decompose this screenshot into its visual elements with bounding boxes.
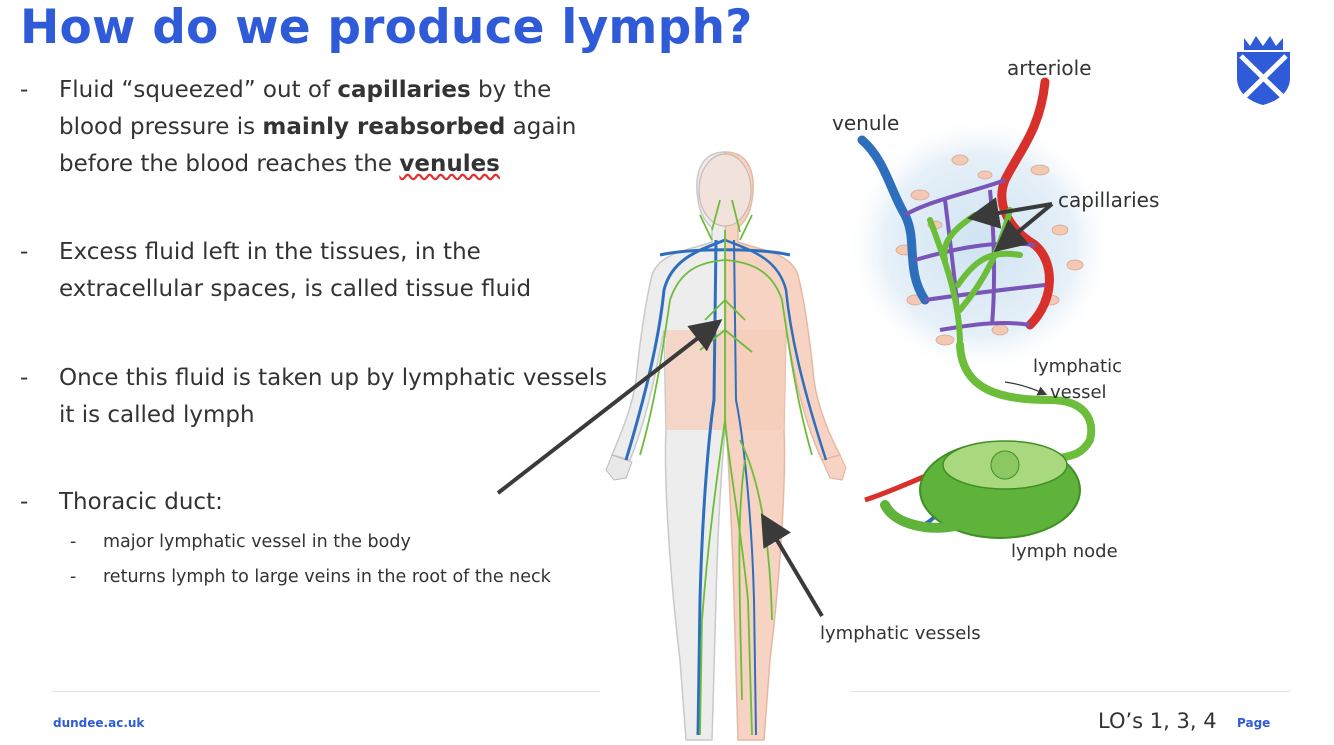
bullet-dash: - bbox=[20, 365, 29, 391]
human-body-figure bbox=[605, 151, 847, 741]
bullet-text: Fluid “squeezed” out of capillaries by t… bbox=[59, 77, 577, 177]
arrow-lymphatic-vessels bbox=[760, 513, 824, 618]
footer-divider-left bbox=[52, 691, 600, 692]
bullet-text: Once this fluid is taken up by lymphatic… bbox=[59, 365, 608, 428]
label-lymph-node: lymph node bbox=[1011, 541, 1118, 562]
footer-learning-outcomes: LO’s 1, 3, 4 bbox=[1098, 709, 1217, 733]
university-shield-logo bbox=[1237, 36, 1290, 105]
bullet-dash: - bbox=[20, 489, 29, 515]
lymph-node-illustration bbox=[864, 440, 1081, 539]
label-venule: venule bbox=[832, 111, 900, 135]
vein-right-leg bbox=[733, 239, 757, 736]
label-lymphatic-vessel-line1: lymphatic bbox=[1033, 356, 1123, 377]
bullet-text: Thoracic duct: bbox=[59, 489, 223, 515]
lymphatic-vessel bbox=[956, 341, 1096, 462]
vein-left-leg bbox=[696, 239, 718, 736]
label-lymphatic-vessels: lymphatic vessels bbox=[820, 623, 981, 644]
lymphatic-network bbox=[639, 199, 813, 736]
pointer-arrows bbox=[496, 197, 1054, 618]
right-hand bbox=[821, 454, 847, 481]
arrow-thoracic-duct bbox=[496, 319, 723, 495]
saltire-cross bbox=[1239, 54, 1288, 102]
bullet-text: Excess fluid left in the tissues, in the… bbox=[59, 239, 532, 302]
footer-divider-right bbox=[850, 691, 1290, 692]
crown-icon bbox=[1244, 36, 1283, 50]
slide-title: How do we produce lymph? bbox=[20, 0, 753, 55]
flow-arrow bbox=[1004, 381, 1048, 396]
label-capillaries: capillaries bbox=[1058, 188, 1160, 212]
left-hand bbox=[605, 454, 633, 481]
label-arteriole: arteriole bbox=[1007, 56, 1092, 80]
footer-url: dundee.ac.uk bbox=[53, 716, 145, 730]
node-germinal-center bbox=[990, 450, 1020, 480]
footer-page-label: Page bbox=[1237, 716, 1271, 730]
bullet-dash: - bbox=[20, 77, 29, 103]
arrow-capillaries-2 bbox=[993, 202, 1054, 253]
bullet-dash: - bbox=[20, 239, 29, 265]
label-lymphatic-vessel-line2: vessel bbox=[1050, 382, 1107, 403]
head bbox=[698, 153, 752, 227]
torso-skin bbox=[666, 330, 786, 430]
arrow-capillaries-1 bbox=[967, 197, 1053, 229]
node-efferent bbox=[880, 500, 965, 533]
body-left-half bbox=[610, 151, 727, 741]
